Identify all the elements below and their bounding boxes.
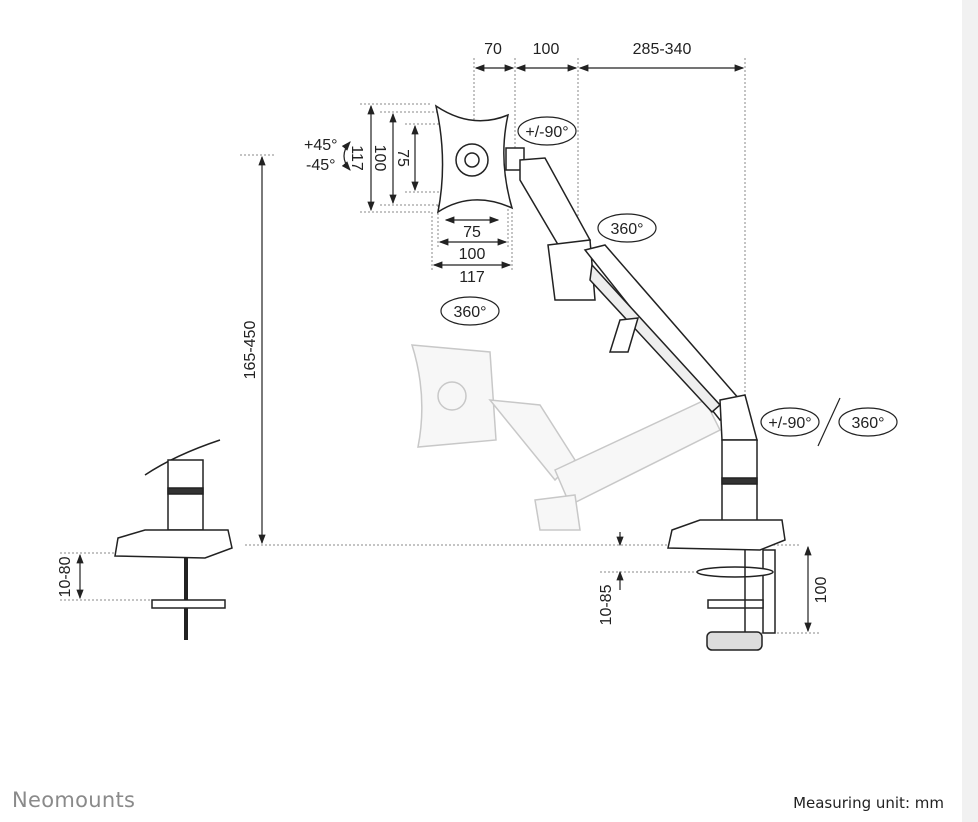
swivel-head-label: 360° [453, 304, 486, 321]
dim-desk-right: 10-85 [598, 584, 615, 625]
tilt-down-label: -45° [306, 157, 336, 174]
dim-vesa-h-100: 100 [459, 246, 486, 263]
dim-vesa-h-117: 117 [459, 269, 485, 286]
vesa-plate [434, 104, 525, 214]
dim-vesa-v-100: 100 [371, 145, 388, 172]
swivel-base-label: 360° [851, 415, 884, 432]
dim-top-offset: 70 [484, 41, 502, 58]
tilt-up-label: +45° [304, 137, 338, 154]
dim-vesa-h-75: 75 [463, 224, 481, 241]
dim-top-plate: 100 [533, 41, 560, 58]
left-clamp [114, 439, 233, 640]
dim-height-range: 165-450 [242, 321, 259, 380]
rotate-base-label: +/-90° [768, 415, 811, 432]
main-arm [519, 157, 758, 441]
rotate-head-label: +/-90° [525, 124, 568, 141]
dim-top-reach: 285-340 [633, 41, 692, 58]
dim-clamp-height: 100 [813, 577, 830, 604]
rotation-badges [440, 116, 898, 447]
dimension-lines [76, 64, 812, 633]
ghost-arm [410, 344, 722, 531]
dim-vesa-v-117: 117 [348, 145, 365, 171]
scrollbar[interactable] [962, 0, 978, 822]
swivel-arm-label: 360° [610, 221, 643, 238]
dim-vesa-v-75: 75 [394, 149, 411, 167]
measuring-unit: Measuring unit: mm [793, 794, 944, 812]
right-clamp [667, 439, 786, 651]
brand-logo: Neomounts [12, 788, 136, 812]
dim-desk-left: 10-80 [57, 556, 74, 597]
tilt-arrow-icon [341, 141, 351, 171]
